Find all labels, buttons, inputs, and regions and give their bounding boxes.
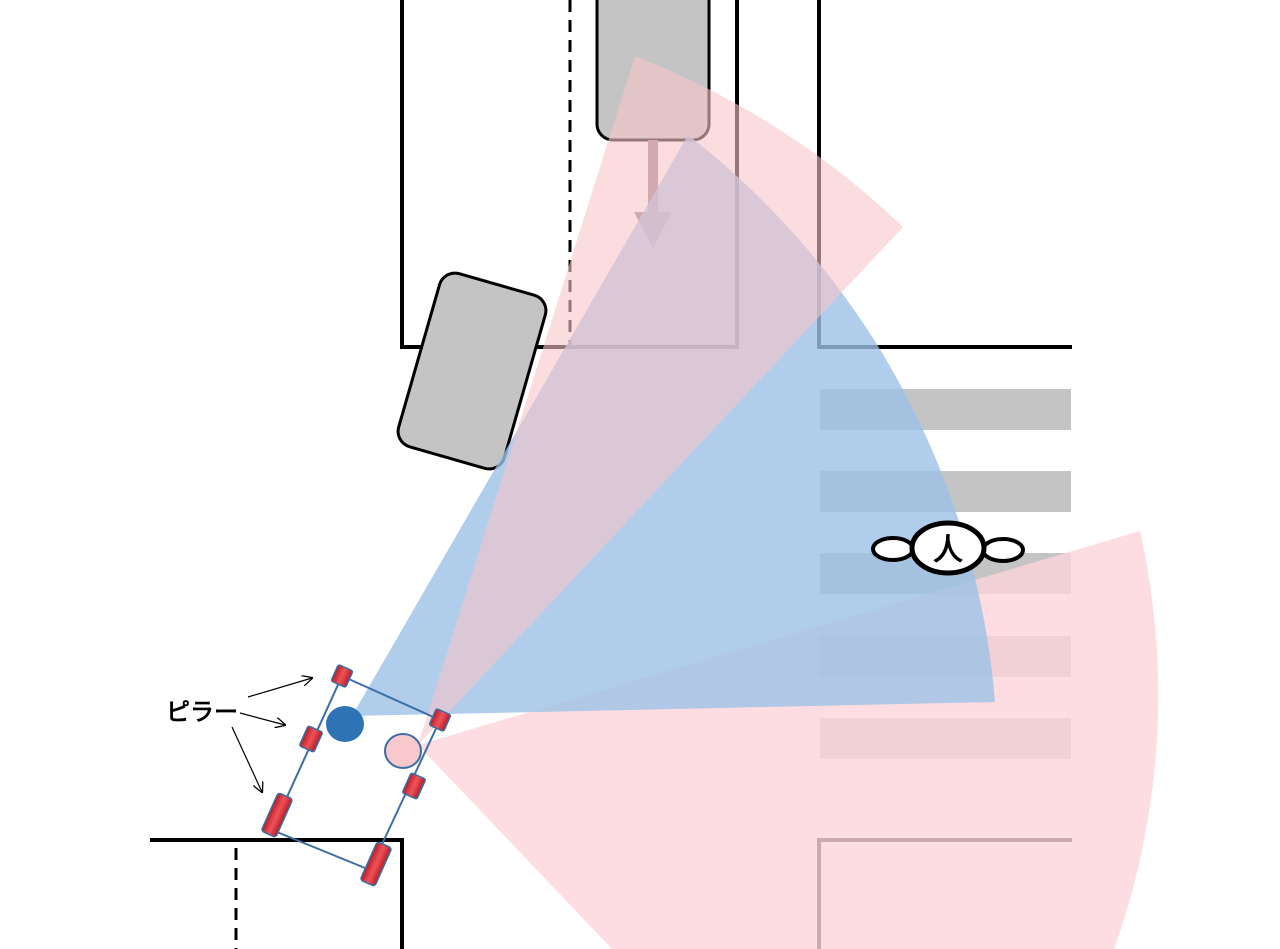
pedestrian-head <box>909 520 987 576</box>
lower-left-corner <box>150 838 404 949</box>
pillar-pointer-arrow <box>231 726 262 792</box>
passenger-eye-point <box>384 733 422 769</box>
pedestrian-left-arm <box>871 536 915 562</box>
driver-eye-point <box>326 706 364 742</box>
center-left-pillar <box>299 725 323 753</box>
pedestrian-right-arm <box>981 537 1025 563</box>
center-right-pillar <box>402 772 426 800</box>
pedestrian: 人 <box>871 520 1025 576</box>
pillar-callout: ピラー <box>166 678 312 792</box>
rear-right-pillar <box>360 841 392 887</box>
pillar-label: ピラー <box>166 698 238 726</box>
front-left-pillar <box>330 664 354 688</box>
turning-car <box>396 271 548 471</box>
front-right-pillar <box>428 708 452 732</box>
right-upper-corner <box>817 0 1072 349</box>
pillar-pointer-arrow <box>247 678 312 698</box>
rear-left-pillar <box>261 792 293 838</box>
pillar-pointer-arrow <box>239 712 285 725</box>
passenger-view-cone-upper <box>418 56 903 745</box>
own-vehicle <box>261 664 452 887</box>
pedestrian-label: 人 <box>933 533 963 568</box>
